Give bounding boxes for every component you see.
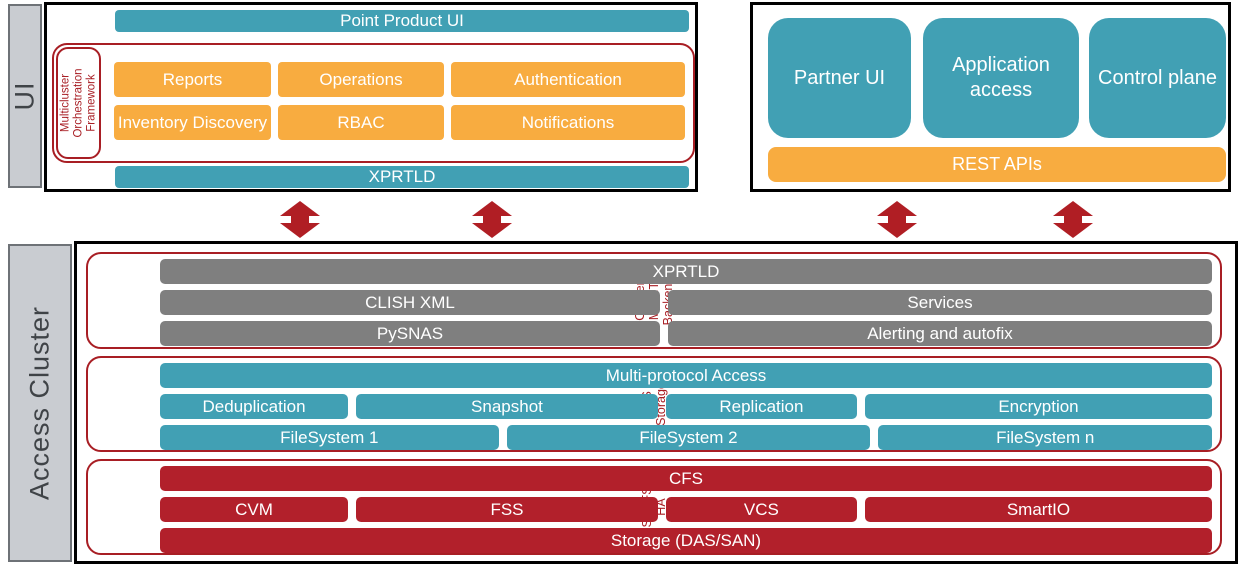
arrow-shaft <box>1064 216 1082 223</box>
control-plane-tile: Control plane <box>1089 18 1226 138</box>
mof-label-text: Multicluster Orchestration Framework <box>59 68 97 138</box>
arrow-down-head <box>280 223 320 238</box>
nas-row-1: Multi-protocol Access <box>160 363 1212 388</box>
arrow-shaft <box>888 216 906 223</box>
bidirectional-arrow-icon <box>280 201 320 238</box>
multi-protocol-access-bar: Multi-protocol Access <box>160 363 1212 388</box>
rest-apis-bar: REST APIs <box>768 147 1226 182</box>
inventory-discovery-block: Inventory Discovery <box>114 105 271 140</box>
authentication-block: Authentication <box>451 62 685 97</box>
arrow-down-head <box>472 223 512 238</box>
backend-row-3: PySNAS Alerting and autofix <box>160 321 1212 346</box>
nas-row-3: FileSystem 1 FileSystem 2 FileSystem n <box>160 425 1212 450</box>
snapshot-bar: Snapshot <box>356 394 658 419</box>
alerting-autofix-bar: Alerting and autofix <box>668 321 1212 346</box>
storage-das-san-bar: Storage (DAS/SAN) <box>160 528 1212 553</box>
arrow-up-head <box>472 201 512 216</box>
arrow-down-head <box>1053 223 1093 238</box>
ui-panel-side-label-text: UI <box>9 81 40 111</box>
sfcfs-ha-rows: CFS CVM FSS VCS SmartIO Storage (DAS/SAN… <box>160 466 1212 553</box>
multicluster-orchestration-framework: Multicluster Orchestration Framework Rep… <box>52 43 695 163</box>
cvm-bar: CVM <box>160 497 349 522</box>
vcs-bar: VCS <box>665 497 857 522</box>
backend-row-2: CLISH XML Services <box>160 290 1212 315</box>
pysnas-bar: PySNAS <box>160 321 660 346</box>
access-cluster-panel: Cluster MGMT Backend XPRTLD CLISH XML Se… <box>74 241 1238 564</box>
filesystem-n-bar: FileSystem n <box>878 425 1212 450</box>
access-cluster-side-label: Access Cluster <box>8 244 72 562</box>
reports-block: Reports <box>114 62 271 97</box>
rbac-block: RBAC <box>278 105 444 140</box>
arrow-up-head <box>280 201 320 216</box>
filesystem-1-bar: FileSystem 1 <box>160 425 499 450</box>
xprtld-ui-bar: XPRTLD <box>115 166 689 188</box>
bidirectional-arrow-icon <box>877 201 917 238</box>
mof-row-2: Inventory Discovery RBAC Notifications <box>114 105 685 140</box>
point-product-ui-bar: Point Product UI <box>115 10 689 32</box>
sfcfs-row-3: Storage (DAS/SAN) <box>160 528 1212 553</box>
filesystem-2-bar: FileSystem 2 <box>506 425 871 450</box>
section-cluster-mgmt-backend: Cluster MGMT Backend XPRTLD CLISH XML Se… <box>86 252 1222 349</box>
sfcfs-row-2: CVM FSS VCS SmartIO <box>160 497 1212 522</box>
cfs-bar: CFS <box>160 466 1212 491</box>
fss-bar: FSS <box>356 497 658 522</box>
notifications-block: Notifications <box>451 105 685 140</box>
ui-panel-side-label: UI <box>8 4 42 188</box>
arrow-shaft <box>291 216 309 223</box>
arrow-shaft <box>483 216 501 223</box>
bidirectional-arrow-icon <box>472 201 512 238</box>
cluster-mgmt-backend-rows: XPRTLD CLISH XML Services PySNAS Alertin… <box>160 259 1212 346</box>
nas-storage-rows: Multi-protocol Access Deduplication Snap… <box>160 363 1212 450</box>
deduplication-bar: Deduplication <box>160 394 349 419</box>
bidirectional-arrow-icon <box>1053 201 1093 238</box>
mof-label-box: Multicluster Orchestration Framework <box>56 47 101 159</box>
mof-button-grid: Reports Operations Authentication Invent… <box>114 62 685 140</box>
backend-row-1: XPRTLD <box>160 259 1212 284</box>
partner-ui-tile: Partner UI <box>768 18 911 138</box>
arrow-up-head <box>1053 201 1093 216</box>
sfcfs-row-1: CFS <box>160 466 1212 491</box>
ui-panel: Point Product UI Multicluster Orchestrat… <box>44 2 698 192</box>
xprtld-backend-bar: XPRTLD <box>160 259 1212 284</box>
section-sfcfs-ha: SFCFS HA CFS CVM FSS VCS SmartIO Storage… <box>86 459 1222 555</box>
section-nas-storage: NAS Storage Multi-protocol Access Dedupl… <box>86 356 1222 452</box>
smartio-bar: SmartIO <box>864 497 1212 522</box>
application-access-tile: Application access <box>923 18 1079 138</box>
clish-xml-bar: CLISH XML <box>160 290 660 315</box>
access-cluster-side-label-text: Access Cluster <box>24 305 55 501</box>
services-bar: Services <box>668 290 1212 315</box>
nas-row-2: Deduplication Snapshot Replication Encry… <box>160 394 1212 419</box>
operations-block: Operations <box>278 62 444 97</box>
encryption-bar: Encryption <box>864 394 1212 419</box>
replication-bar: Replication <box>665 394 857 419</box>
arrow-down-head <box>877 223 917 238</box>
arrow-up-head <box>877 201 917 216</box>
partner-panel: Partner UI Application access Control pl… <box>750 2 1231 192</box>
mof-row-1: Reports Operations Authentication <box>114 62 685 97</box>
